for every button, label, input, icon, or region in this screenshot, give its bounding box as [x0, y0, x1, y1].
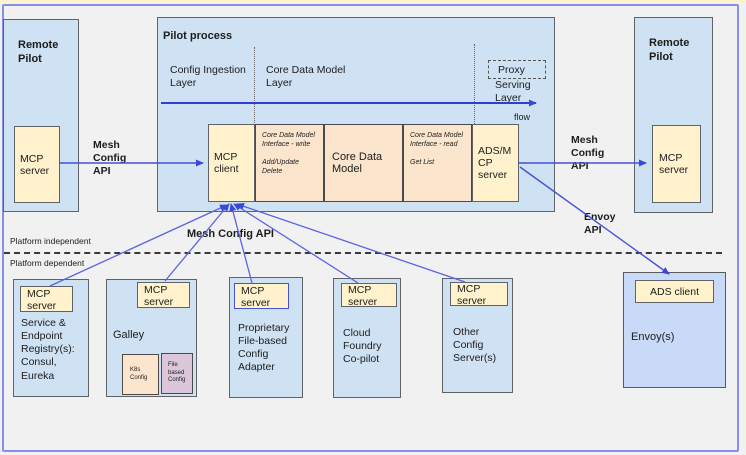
core-data-model-node: Core Data Model — [324, 124, 403, 202]
ads-client-label: ADS client — [649, 285, 700, 298]
layer-divider-2 — [474, 44, 475, 142]
mcp-server-label: MCP server — [241, 285, 271, 309]
wire-other-to-client — [236, 202, 466, 283]
iface-read-node: Core Data Model Interface - read Get Lis… — [403, 124, 472, 202]
mesh-config-api-center-label: Mesh Config API — [187, 228, 274, 240]
k8s-config-label: K8s Config — [130, 366, 148, 381]
mcp-server-node-left: MCP server — [14, 126, 60, 203]
mcp-server-label: MCP server — [659, 152, 689, 176]
frame-top-strip — [0, 0, 746, 4]
registry-box: MCP server Service & Endpoint Registry(s… — [13, 279, 89, 397]
iface-read-bottom-label: Get List — [410, 159, 435, 167]
galley-label: Galley — [113, 329, 145, 341]
remote-pilot-right-box: Remote Pilot MCP server — [634, 17, 713, 213]
proxy-label: Proxy — [498, 64, 525, 76]
registry-mcp-server-node: MCP server — [20, 286, 73, 312]
remote-pilot-left-box: Remote Pilot MCP server — [3, 19, 79, 212]
mcp-server-node-right: MCP server — [652, 125, 701, 203]
remote-pilot-left-title: Remote Pilot — [18, 39, 59, 65]
iface-write-top-label: Core Data Model Interface - write — [262, 132, 315, 149]
iface-write-node: Core Data Model Interface - write Add/Up… — [255, 124, 324, 202]
platform-divider — [4, 252, 722, 254]
galley-mcp-server-node: MCP server — [137, 282, 190, 308]
mesh-config-api-left-label: Mesh Config API — [93, 139, 127, 178]
cloud-foundry-mcp-server-node: MCP server — [341, 283, 397, 308]
envoys-label: Envoy(s) — [631, 331, 675, 343]
mcp-server-label: MCP server — [457, 283, 487, 307]
cloud-foundry-label: Cloud Foundry Co-pilot — [343, 327, 382, 366]
wire-galley-to-client — [164, 203, 230, 282]
mcp-server-label: MCP server — [144, 284, 174, 308]
flow-label: flow — [514, 112, 531, 122]
mcp-server-label: MCP server — [348, 284, 378, 308]
galley-box: MCP server Galley K8s Config File based … — [106, 279, 197, 397]
mcp-server-label: MCP server — [20, 152, 50, 177]
other-config-mcp-server-node: MCP server — [450, 282, 508, 307]
core-data-model-label: Core Data Model — [332, 151, 383, 175]
layer-divider-1 — [254, 47, 255, 145]
wire-proprietary-to-client — [229, 203, 253, 284]
cloud-foundry-box: MCP server Cloud Foundry Co-pilot — [333, 278, 401, 398]
proprietary-box: MCP server Proprietary File-based Config… — [229, 277, 303, 398]
pilot-process-title: Pilot process — [163, 30, 233, 42]
mcp-client-label: MCP client — [214, 151, 239, 175]
wire-cloudfoundry-to-client — [233, 203, 359, 284]
serving-layer-label: Serving Layer — [495, 79, 531, 105]
registry-label: Service & Endpoint Registry(s): Consul, … — [21, 317, 75, 382]
ads-client-node: ADS client — [635, 280, 714, 303]
core-data-model-layer-label: Core Data Model Layer — [266, 64, 346, 90]
pilot-process-box: Pilot process Config Ingestion Layer Cor… — [157, 17, 555, 212]
mcp-server-label: MCP server — [27, 288, 57, 312]
proxy-dashed-box: Proxy — [488, 60, 546, 79]
ads-mcp-server-node: ADS/M CP server — [472, 124, 519, 202]
iface-read-top-label: Core Data Model Interface - read — [410, 132, 463, 149]
ads-mcp-server-label: ADS/M CP server — [478, 145, 512, 181]
remote-pilot-right-title: Remote Pilot — [649, 37, 690, 63]
platform-independent-label: Platform independent — [10, 236, 91, 246]
envoy-api-label: Envoy API — [584, 211, 616, 237]
envoys-box: ADS client Envoy(s) — [623, 272, 726, 388]
proprietary-mcp-server-node: MCP server — [234, 283, 289, 309]
k8s-config-node: K8s Config — [122, 354, 159, 395]
file-config-label: File based Config — [168, 361, 186, 384]
other-config-box: MCP server Other Config Server(s) — [442, 278, 513, 393]
mesh-config-api-right-label: Mesh Config API — [571, 134, 605, 173]
mcp-client-node: MCP client — [208, 124, 255, 202]
other-config-label: Other Config Server(s) — [453, 326, 497, 365]
config-ingestion-layer-label: Config Ingestion Layer — [170, 64, 246, 90]
proprietary-label: Proprietary File-based Config Adapter — [238, 322, 290, 374]
iface-write-bottom-label: Add/Update Delete — [262, 159, 299, 176]
platform-dependent-label: Platform dependent — [10, 258, 85, 268]
file-config-node: File based Config — [161, 353, 193, 394]
